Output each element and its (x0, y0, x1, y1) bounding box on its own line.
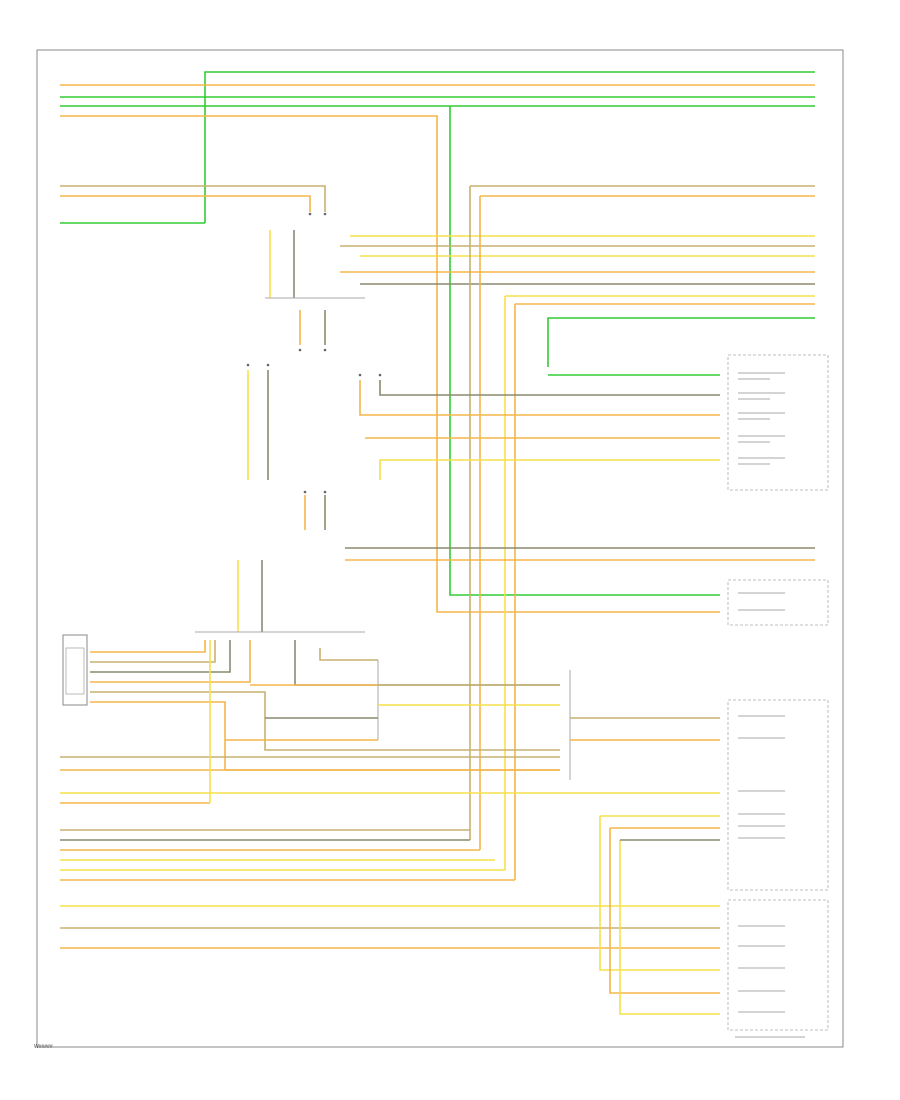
right-upper-wires (340, 185, 815, 880)
bottom-rows (60, 640, 720, 1015)
middle-switch-wires (195, 370, 815, 633)
upper-left-feeds (60, 185, 365, 345)
diagram-code: W##### (34, 1044, 53, 1050)
lower-harness-wires (90, 640, 720, 780)
label-placeholders (735, 372, 805, 1038)
lower-left-module (62, 634, 88, 706)
diagram-frame (36, 49, 844, 1048)
top-trunk-wires (60, 71, 815, 613)
switch-symbols (246, 212, 382, 494)
right-output-rows (625, 374, 720, 613)
component-boxes (727, 354, 829, 1031)
